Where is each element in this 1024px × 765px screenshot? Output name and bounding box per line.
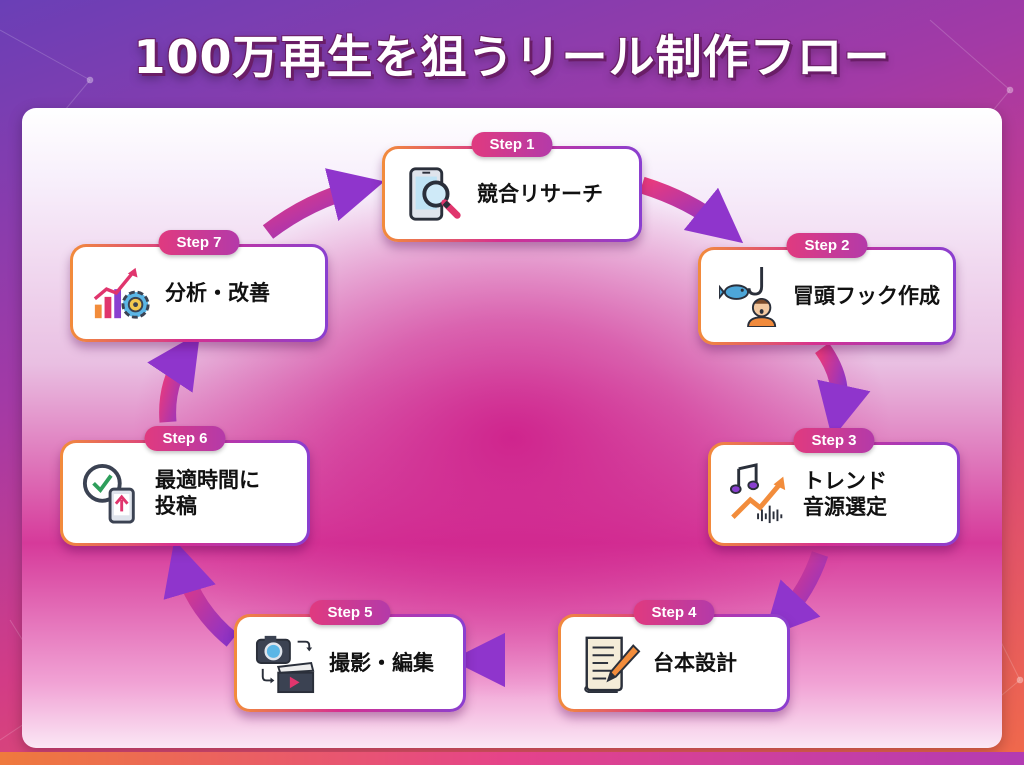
arrow-step3-to-step4 — [763, 551, 829, 638]
step-6-label: Step 6 — [144, 426, 226, 451]
step-4-text: 台本設計 — [653, 650, 737, 676]
step-7-label: Step 7 — [158, 230, 240, 255]
step-4-card[interactable]: Step 4 台本設計 — [558, 600, 790, 712]
step-1-text: 競合リサーチ — [477, 181, 603, 207]
arrow-step2-to-step3 — [814, 343, 871, 439]
arrow-step6-to-step7 — [147, 332, 201, 423]
step-4-label: Step 4 — [633, 600, 715, 625]
step-4-text-line: 台本設計 — [653, 650, 737, 675]
step-3-label: Step 3 — [793, 428, 875, 453]
script-pencil-icon — [584, 636, 641, 694]
arrow-step5-to-step6 — [163, 539, 238, 647]
arrow-step7-to-step1 — [262, 168, 385, 239]
step-2-card[interactable]: Step 2 冒頭フック作成 — [698, 233, 956, 345]
step-6-text-line-1: 最適時間に — [155, 467, 260, 492]
camera-clapper-icon — [255, 635, 315, 694]
step-1-label: Step 1 — [471, 132, 553, 157]
step-3-text: トレンド 音源選定 — [803, 468, 887, 521]
step-3-text-line-2: 音源選定 — [803, 495, 887, 519]
step-1-card[interactable]: Step 1 競合リサーチ — [382, 132, 642, 242]
chart-gear-icon — [93, 267, 150, 319]
step-7-card[interactable]: Step 7 分析・改善 — [70, 230, 328, 342]
step-6-text-line-2: 投稿 — [155, 494, 197, 518]
clock-phone-upload-icon — [82, 463, 135, 524]
music-trend-icon — [729, 463, 786, 524]
step-6-text: 最適時間に 投稿 — [155, 467, 260, 520]
step-3-card[interactable]: Step 3 トレンド 音源選定 — [708, 428, 960, 546]
step-2-text-line: 冒頭フック作成 — [793, 283, 940, 308]
step-2-label: Step 2 — [786, 233, 868, 258]
step-1-text-line: 競合リサーチ — [477, 181, 603, 206]
step-2-text: 冒頭フック作成 — [793, 283, 940, 309]
step-7-text-line: 分析・改善 — [165, 280, 270, 305]
phone-magnifier-icon — [409, 167, 461, 221]
step-3-text-line-1: トレンド — [803, 468, 887, 493]
step-5-card[interactable]: Step 5 撮影・編集 — [234, 600, 466, 712]
step-5-text-line: 撮影・編集 — [329, 650, 434, 675]
step-5-text: 撮影・編集 — [329, 650, 434, 676]
step-6-card[interactable]: Step 6 最適時間に 投稿 — [60, 426, 310, 546]
fish-hook-icon — [719, 266, 777, 327]
step-7-text: 分析・改善 — [165, 280, 270, 306]
arrow-step1-to-step2 — [639, 176, 744, 244]
bottom-accent-bar — [0, 752, 1024, 765]
step-5-label: Step 5 — [309, 600, 391, 625]
page-title: 100万再生を狙うリール制作フロー — [133, 30, 891, 84]
